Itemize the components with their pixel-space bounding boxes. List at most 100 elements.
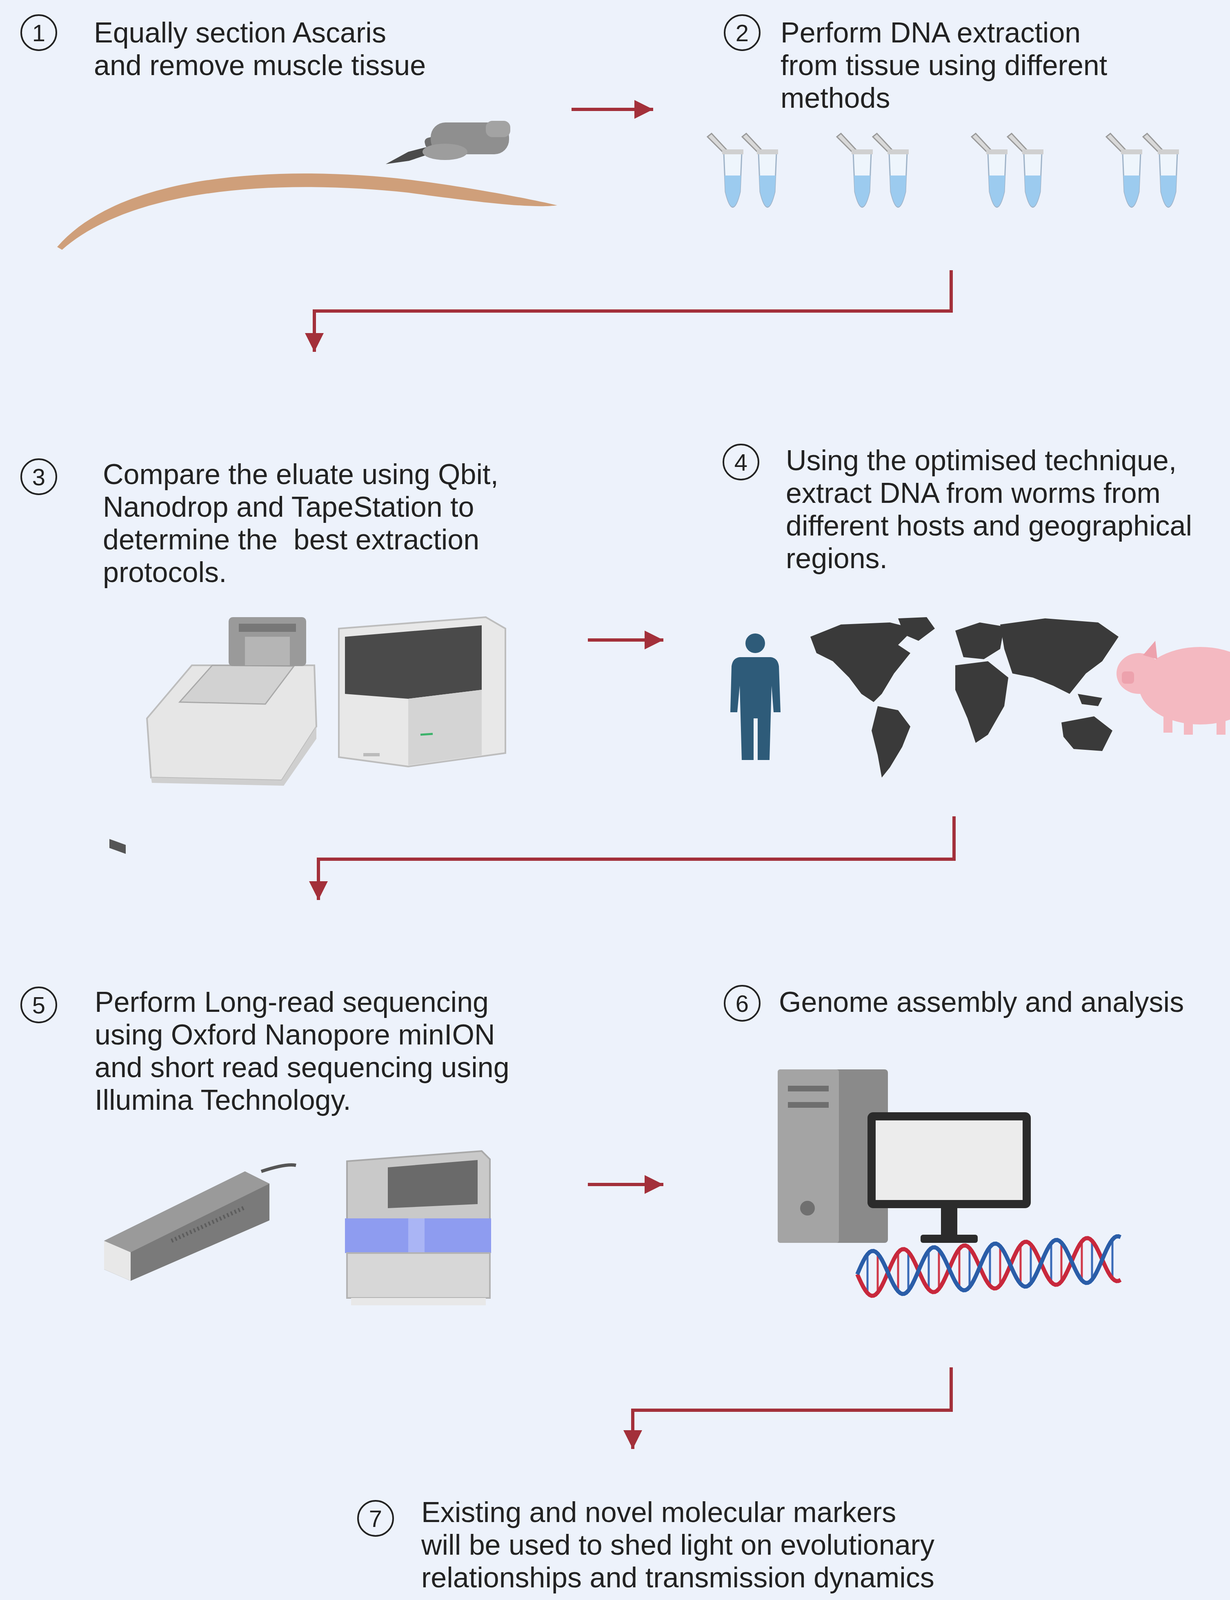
tube (971, 133, 1008, 208)
illustration-part (871, 706, 911, 778)
tube (836, 133, 873, 208)
step-number: 6 (723, 985, 761, 1022)
illustration-part (109, 839, 126, 855)
step-number: 2 (723, 14, 761, 52)
illustration-part (363, 753, 380, 757)
qubit-device (146, 617, 317, 786)
illustration-part (344, 625, 482, 699)
illustration-part (1061, 716, 1113, 752)
illustration-part (1116, 653, 1162, 694)
flow-arrow (571, 107, 654, 112)
process-step: 5Perform Long-read sequencing using Oxfo… (20, 900, 588, 1329)
illustration-part (1163, 712, 1173, 733)
illustration-part (867, 1112, 1031, 1209)
helix-strand (857, 1236, 1121, 1295)
step-description: Compare the eluate using Qbit, Nanodrop … (102, 458, 520, 589)
ascaris-worm (57, 173, 558, 250)
illustration-part (104, 1241, 131, 1282)
illustration-part (1160, 175, 1177, 207)
illustration-part (723, 153, 742, 208)
illustration-part (387, 1160, 478, 1209)
illustration-part (777, 1069, 839, 1244)
step-number: 7 (357, 1500, 394, 1537)
illustration-part (346, 1151, 490, 1221)
process-step: 2 Perform DNA extraction from tissue usin… (653, 12, 1221, 271)
illustration-part (889, 153, 908, 208)
illustration-part (420, 733, 433, 735)
process-step: 3 Compare the eluate using Qbit, Nanodrop… (20, 351, 588, 801)
tube (707, 133, 744, 208)
tube (1143, 133, 1179, 208)
step-description: Existing and novel molecular markers wil… (421, 1496, 940, 1595)
illustration-part (485, 120, 511, 138)
illustration-part (408, 1218, 425, 1254)
illustration-part (787, 1085, 829, 1092)
illustration-part (940, 1208, 958, 1237)
illustration-part (346, 1253, 490, 1299)
illustration-part (1157, 149, 1179, 155)
illustration-part (988, 175, 1006, 207)
illustration-part (1121, 671, 1135, 684)
illustration-part (104, 1171, 270, 1253)
helix-rung (1029, 1244, 1033, 1284)
illustration-part (756, 149, 779, 155)
helix-rung (989, 1247, 992, 1286)
illumina-sequencer (344, 1151, 492, 1306)
illustration-part (810, 622, 915, 703)
helix-rung (968, 1248, 971, 1288)
illustration-part (800, 1201, 815, 1216)
illustration-part (238, 623, 296, 632)
computer (777, 1069, 1031, 1244)
helix-rung (938, 1250, 941, 1289)
tube-set (707, 133, 1179, 208)
tube (1007, 133, 1044, 208)
human-host (730, 633, 781, 761)
illustration-part (759, 175, 776, 207)
illustration-part (851, 149, 873, 155)
scalpel-hand (385, 120, 511, 165)
illustration-part (146, 665, 317, 781)
flow-arrow (587, 638, 664, 642)
illustration-part (853, 153, 872, 208)
illustration-part (261, 1165, 296, 1172)
process-step: 4 Using the optimised technique, extract … (663, 433, 1225, 817)
flow-arrow (318, 816, 955, 901)
helix-rung (1080, 1241, 1084, 1281)
flow-arrow (314, 270, 952, 352)
flow-arrow (632, 1367, 952, 1450)
tube (742, 133, 779, 208)
illustration-part (787, 1102, 829, 1108)
step-description: Using the optimised technique, extract D… (785, 444, 1219, 575)
illustration-part (104, 1171, 270, 1282)
world-map (810, 617, 1119, 778)
illustration-part (1143, 640, 1158, 660)
helix-rung (897, 1252, 900, 1292)
illustration-part (151, 726, 317, 786)
illustration-part (338, 617, 506, 767)
illustration-part (920, 1234, 978, 1244)
illustration-part (408, 689, 482, 766)
step-number: 3 (20, 458, 58, 496)
illustration-part (758, 153, 777, 208)
illustration-part (228, 617, 307, 667)
helix-rung (1091, 1241, 1094, 1280)
tube (1106, 133, 1143, 208)
step-description: Perform DNA extraction from tissue using… (780, 16, 1132, 115)
process-step: 6Genome assembly and analysis (663, 900, 1225, 1368)
helix-rung (1050, 1243, 1053, 1283)
illustration-part (1216, 714, 1226, 735)
illustration-part (422, 143, 468, 161)
dna-helix (857, 1236, 1121, 1297)
illustration-part (887, 149, 909, 155)
illustration-part (351, 1298, 486, 1306)
illustration-part (344, 1218, 492, 1254)
illustration-part (1121, 149, 1143, 155)
illustration-part (987, 153, 1006, 208)
illustration-part (730, 657, 781, 761)
step-description: Perform Long-read sequencing using Oxfor… (94, 985, 528, 1117)
helix-rung (907, 1252, 910, 1291)
illustration-part (898, 617, 935, 641)
step-number: 4 (722, 443, 760, 481)
